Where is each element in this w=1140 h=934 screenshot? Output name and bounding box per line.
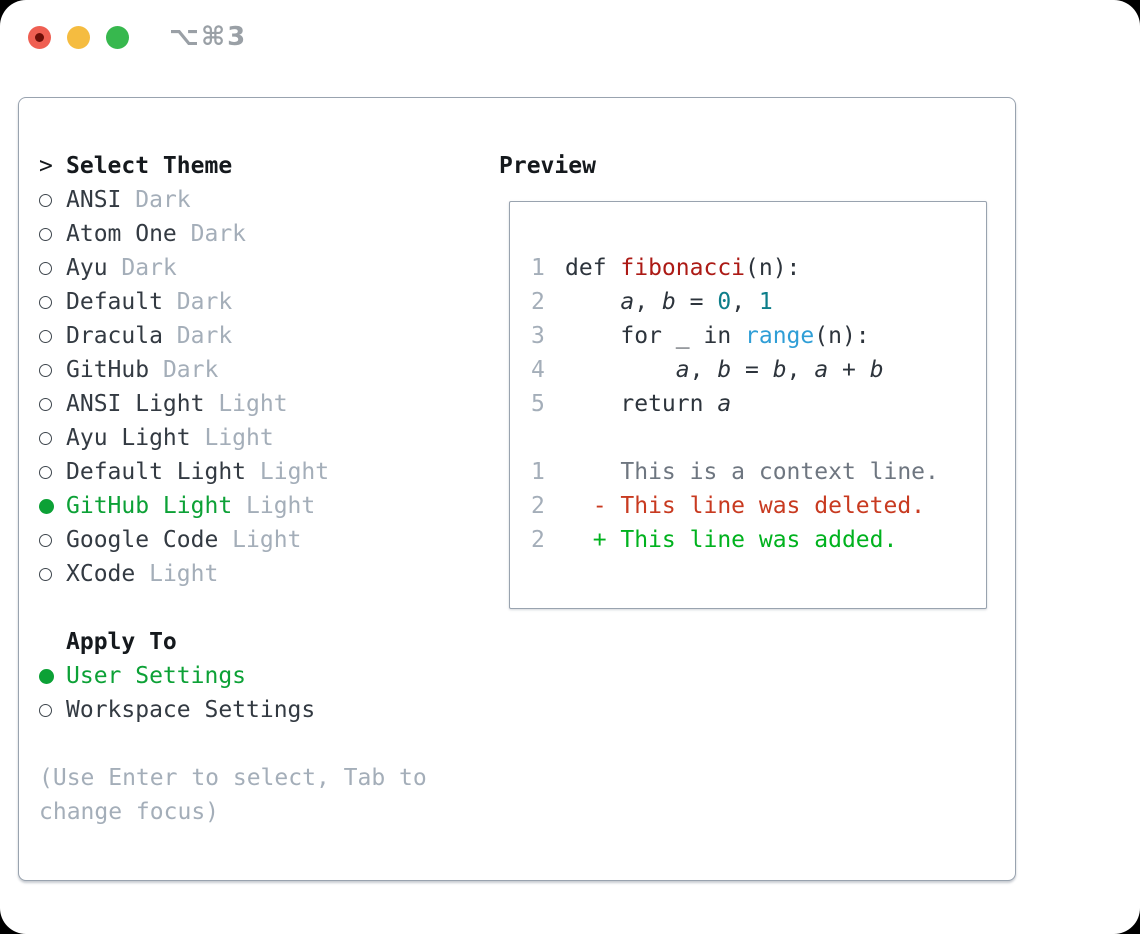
radio-icon xyxy=(39,329,52,343)
select-theme-header: > Select Theme xyxy=(39,149,427,183)
focus-arrow-icon: > xyxy=(39,153,53,179)
radio-icon xyxy=(39,498,54,514)
line-number: 2 xyxy=(531,527,545,553)
title-bar: ⌥⌘3 xyxy=(28,22,248,52)
radio-icon xyxy=(39,465,52,479)
theme-picker: > Select Theme ANSI Dark Atom One Dark A… xyxy=(39,149,427,829)
theme-option[interactable]: Default Dark xyxy=(39,285,427,319)
radio-icon xyxy=(39,363,52,377)
radio-icon xyxy=(39,193,52,207)
theme-option[interactable]: Ayu Dark xyxy=(39,251,427,285)
spacer xyxy=(39,727,427,761)
theme-option[interactable]: ANSI Dark xyxy=(39,183,427,217)
radio-icon xyxy=(39,295,52,309)
theme-dialog-panel: > Select Theme ANSI Dark Atom One Dark A… xyxy=(18,97,1016,881)
theme-option[interactable]: Google Code Light xyxy=(39,523,427,557)
line-number: 2 xyxy=(531,493,545,519)
theme-option[interactable]: Atom One Dark xyxy=(39,217,427,251)
radio-icon xyxy=(39,397,52,411)
theme-option[interactable]: ANSI Light Light xyxy=(39,387,427,421)
minimize-button-icon[interactable] xyxy=(67,25,90,49)
line-number: 4 xyxy=(531,357,545,383)
diff-sample: 1 This is a context line.2 - This line w… xyxy=(531,455,939,557)
zoom-button-icon[interactable] xyxy=(106,25,129,49)
help-line: change focus) xyxy=(39,799,220,825)
theme-option[interactable]: XCode Light xyxy=(39,557,427,591)
radio-icon xyxy=(39,261,52,275)
spacer xyxy=(39,591,427,625)
radio-icon xyxy=(39,567,52,581)
apply-to-list: User Settings Workspace Settings xyxy=(39,659,427,727)
apply-to-title: Apply To xyxy=(66,629,177,655)
theme-option[interactable]: Dracula Dark xyxy=(39,319,427,353)
apply-to-header: Apply To xyxy=(39,625,427,659)
theme-option[interactable]: GitHub Dark xyxy=(39,353,427,387)
preview-line: 4 a, b = b, a + b xyxy=(531,353,939,387)
window-title: ⌥⌘3 xyxy=(169,22,248,52)
line-number: 1 xyxy=(531,459,545,485)
preview-line: 2 - This line was deleted. xyxy=(531,489,939,523)
preview-line: 2 + This line was added. xyxy=(531,523,939,557)
radio-icon xyxy=(39,533,52,547)
theme-option[interactable]: GitHub Light Light xyxy=(39,489,427,523)
apply-to-option[interactable]: Workspace Settings xyxy=(39,693,427,727)
apply-to-option[interactable]: User Settings xyxy=(39,659,427,693)
line-number: 1 xyxy=(531,255,545,281)
preview-line: 5 return a xyxy=(531,387,939,421)
line-number: 3 xyxy=(531,323,545,349)
help-line: (Use Enter to select, Tab to xyxy=(39,765,427,791)
line-number: 5 xyxy=(531,391,545,417)
radio-icon xyxy=(39,703,52,717)
preview-line: 2 a, b = 0, 1 xyxy=(531,285,939,319)
preview-title: Preview xyxy=(499,153,596,179)
select-theme-title: Select Theme xyxy=(66,153,233,179)
preview-line: 3 for _ in range(n): xyxy=(531,319,939,353)
radio-icon xyxy=(39,668,54,684)
line-number: 2 xyxy=(531,289,545,315)
radio-icon xyxy=(39,431,52,445)
preview-line: 1 This is a context line. xyxy=(531,455,939,489)
close-button-icon[interactable] xyxy=(28,25,51,49)
radio-icon xyxy=(39,227,52,241)
theme-list: ANSI Dark Atom One Dark Ayu Dark Default… xyxy=(39,183,427,591)
theme-option[interactable]: Ayu Light Light xyxy=(39,421,427,455)
help-text: (Use Enter to select, Tab to change focus… xyxy=(39,761,427,829)
theme-option[interactable]: Default Light Light xyxy=(39,455,427,489)
